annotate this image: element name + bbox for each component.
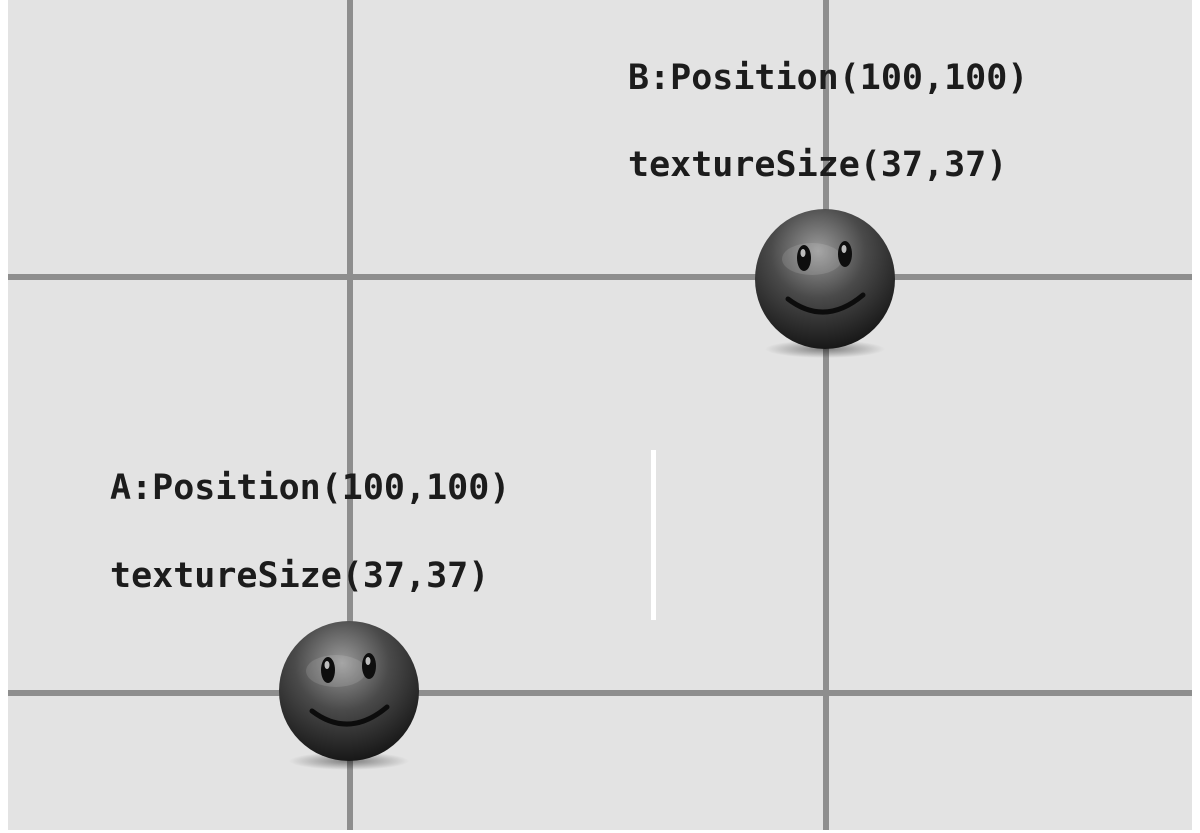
horizontal-guide-line-a: [8, 690, 1192, 696]
divider-mark: [651, 450, 656, 620]
vertical-guide-line-a: [347, 0, 353, 830]
diagram-canvas: B:Position(100,100) textureSize(37,37) A…: [8, 0, 1192, 830]
sprite-b-texture-size-label: textureSize(37,37): [628, 145, 1008, 185]
smiley-face-icon: [279, 621, 419, 770]
sprite-b-position-label: B:Position(100,100): [628, 58, 1029, 98]
sprite-a-texture-size-label: textureSize(37,37): [110, 556, 490, 596]
smiley-face-icon: [755, 209, 895, 358]
vertical-guide-line-b: [823, 0, 829, 830]
horizontal-guide-line-b: [8, 274, 1192, 280]
sprite-a-position-label: A:Position(100,100): [110, 468, 511, 508]
